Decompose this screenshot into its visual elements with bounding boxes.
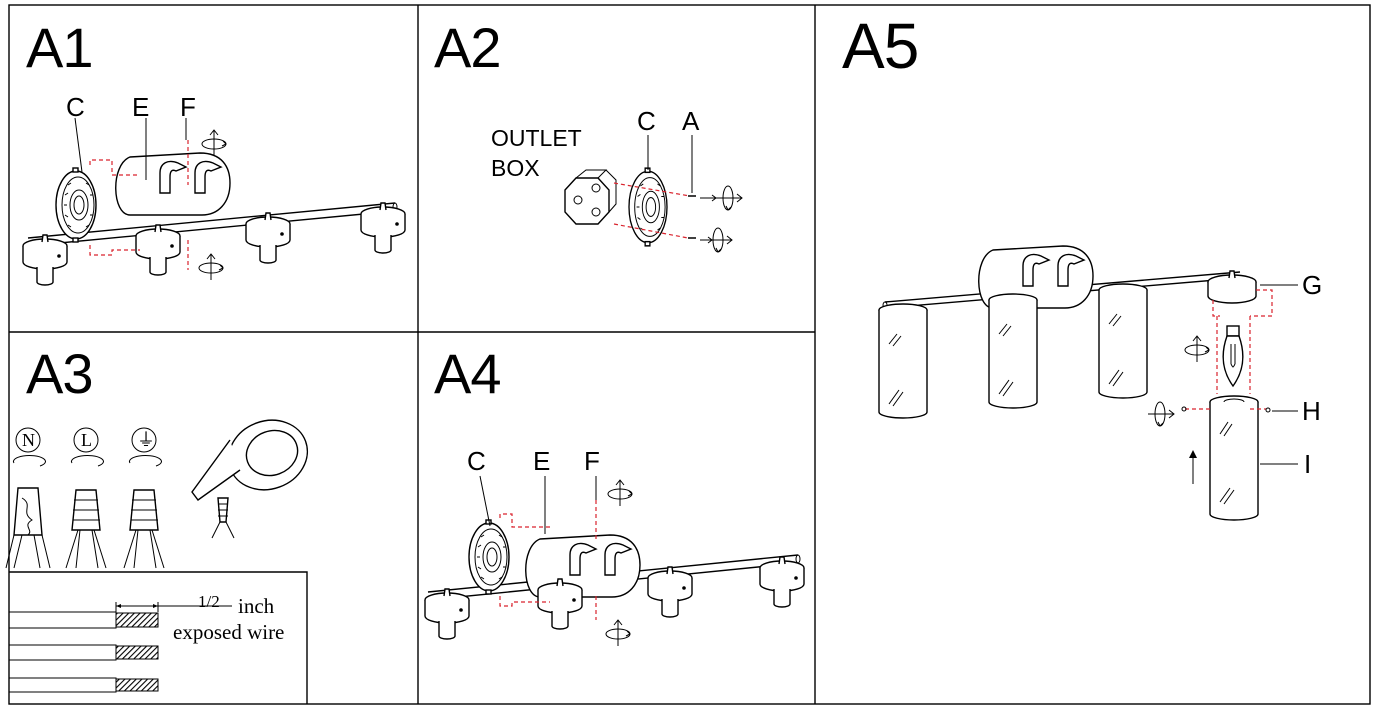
panel-label-a5: A5 — [842, 10, 919, 82]
a2-drawing — [564, 135, 743, 253]
part-label-c: C — [637, 106, 656, 136]
panel-label-a1: A1 — [26, 16, 93, 79]
panel-label-a4: A4 — [434, 342, 501, 405]
part-label-c: C — [467, 446, 486, 476]
part-label-e: E — [533, 446, 551, 476]
part-label-i: I — [1304, 449, 1312, 479]
outlet-box-label-line1: OUTLET — [491, 125, 582, 151]
electrical-tape — [191, 419, 309, 539]
ground-symbol: ⏚ — [137, 430, 155, 450]
a4-drawing — [424, 475, 805, 647]
wire-strip-guide — [9, 571, 308, 704]
measure-unit: inch — [238, 594, 275, 618]
part-label-g: G — [1302, 270, 1323, 300]
a3-drawing — [5, 419, 309, 704]
wire-nut — [65, 489, 165, 569]
panel-frame — [8, 4, 1371, 705]
a1-drawing — [22, 117, 406, 286]
outlet-box-label-line2: BOX — [491, 155, 540, 181]
measure-value: 1/2 — [198, 592, 220, 611]
measure-caption: exposed wire — [173, 620, 285, 644]
candle-bulb — [1222, 325, 1244, 388]
part-label-f: F — [584, 446, 600, 476]
a5-drawing — [878, 245, 1298, 521]
panel-label-a2: A2 — [434, 16, 501, 79]
neutral-symbol: N — [22, 430, 35, 450]
part-label-f: F — [180, 92, 196, 122]
part-label-a: A — [682, 106, 700, 136]
part-label-c: C — [66, 92, 85, 122]
part-label-h: H — [1302, 396, 1321, 426]
panel-label-a3: A3 — [26, 342, 93, 405]
live-symbol: L — [81, 430, 92, 450]
part-label-e: E — [132, 92, 150, 122]
